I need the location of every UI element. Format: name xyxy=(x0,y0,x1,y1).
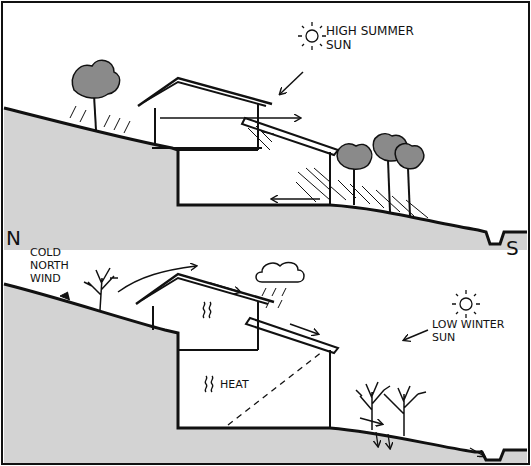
runoff-arrow xyxy=(210,283,240,292)
bare-tree xyxy=(84,268,118,310)
ground-fill xyxy=(4,108,527,250)
ground-mark xyxy=(60,292,70,300)
ground-fill xyxy=(4,284,527,463)
runoff-arrow xyxy=(290,324,318,334)
house xyxy=(138,78,338,205)
cloud-symbol xyxy=(256,263,304,308)
sun-ray-arrow xyxy=(280,72,303,94)
ground-line xyxy=(4,284,527,460)
sun-ray-arrow xyxy=(404,330,428,340)
house xyxy=(136,274,338,428)
heat-label: HEAT xyxy=(220,378,249,391)
runoff-arrow xyxy=(470,448,484,456)
tree xyxy=(330,134,428,218)
air-flow-arrow xyxy=(272,198,320,200)
bare-tree xyxy=(356,382,426,436)
sun-symbol xyxy=(298,22,326,50)
heat-symbol xyxy=(203,302,213,392)
compass-label: N xyxy=(6,226,21,250)
drain-arrow xyxy=(388,434,390,448)
runoff-arrow xyxy=(360,418,382,424)
air-flow-arrow xyxy=(160,117,300,119)
sun-label: HIGH SUMMER SUN xyxy=(326,24,418,53)
sun-symbol xyxy=(452,290,480,318)
sun-label: LOW WINTER SUN xyxy=(432,318,518,344)
tree xyxy=(70,60,130,133)
compass-label: S xyxy=(506,236,519,260)
drain-arrow xyxy=(376,432,378,446)
wind-label: COLD NORTH WIND xyxy=(30,246,82,286)
ground-line xyxy=(4,108,527,244)
